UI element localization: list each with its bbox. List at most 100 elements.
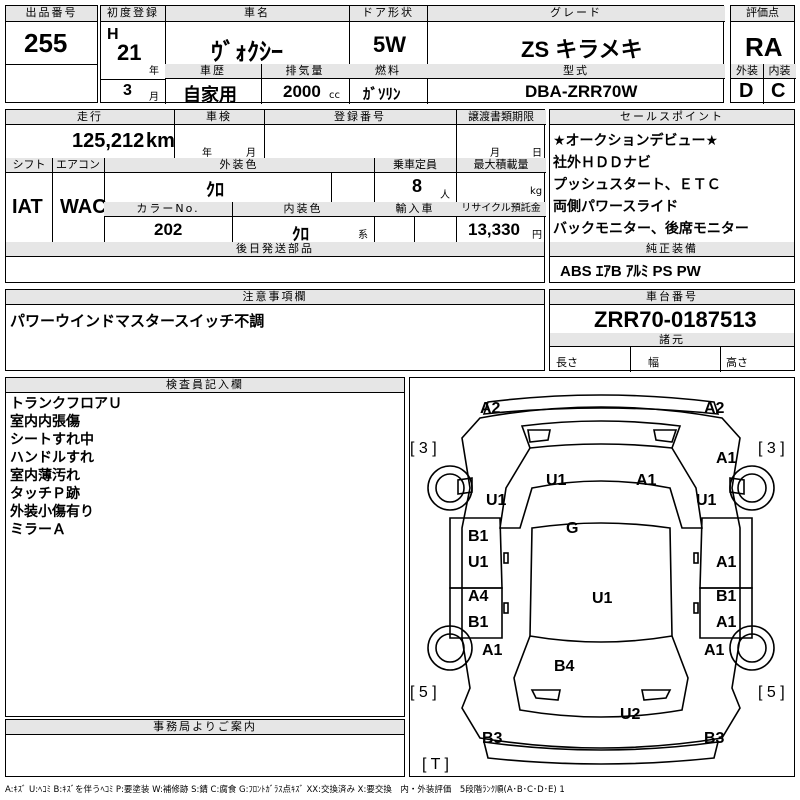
inspection-month-unit: 月: [246, 148, 256, 159]
transfer-day-unit: 日: [532, 148, 542, 159]
sales-point: 両側パワースライド: [553, 199, 679, 215]
office-label: 事務局よりご案内: [6, 720, 404, 735]
damage-mark: [ 5 ]: [410, 684, 437, 701]
int-color-unit: 系: [358, 230, 368, 241]
first-reg-label: 初度登録: [101, 6, 165, 22]
damage-mark: U2: [620, 706, 641, 723]
dims-label: 諸元: [550, 333, 794, 347]
equipment: ABS ｴｱB ｱﾙﾐ PS PW: [560, 263, 701, 280]
car-diagram-box: A2 A2 [ 3 ] [ 3 ] A1 U1 A1 U1 U1 G B1 U1…: [409, 377, 795, 777]
damage-mark: [ T ]: [422, 756, 449, 773]
load-label: 最大積載量: [456, 158, 546, 173]
damage-mark: [ 5 ]: [758, 684, 785, 701]
sales-point: ★オークションデビュー★: [553, 133, 719, 149]
damage-mark: A1: [716, 450, 737, 467]
damage-mark: B1: [468, 614, 489, 631]
inspector-list: トランクフロアＵ 室内内張傷 シートすれ中 ハンドルすれ 室内薄汚れ タッチＰ跡…: [10, 395, 122, 539]
inspector-box: 検査員記入欄 トランクフロアＵ 室内内張傷 シートすれ中 ハンドルすれ 室内薄汚…: [5, 377, 405, 717]
damage-mark: B1: [716, 588, 737, 605]
capacity: 8: [412, 176, 423, 196]
shift-label: シフト: [6, 158, 52, 173]
ac-label: エアコン: [52, 158, 104, 173]
history: 自家用: [183, 85, 237, 105]
history-label: 車歴: [165, 64, 261, 79]
load-unit: kg: [530, 186, 543, 197]
length-label: 長さ: [556, 356, 578, 369]
model-label: 型式: [427, 64, 725, 79]
legend: A:ｷｽﾞ U:ﾍｺﾐ B:ｷｽﾞを伴うﾍｺﾐ P:要塗装 W:補修跡 S:錆 …: [5, 785, 565, 795]
reg-number-label: 登録番号: [264, 110, 456, 125]
lot-number: 255: [24, 28, 68, 58]
car-name: ｳﾞｫｸｼｰ: [211, 39, 283, 66]
main-header-box: 初度登録 車名 ドア形状 グレード H 21 年 ｳﾞｫｸｼｰ 5W ZS キラ…: [100, 5, 725, 105]
capacity-label: 乗車定員: [374, 158, 456, 173]
chassis-label: 車台番号: [550, 290, 794, 305]
sales-point: バックモニター、後席モニター: [553, 221, 749, 237]
displacement-label: 排気量: [261, 64, 349, 79]
damage-mark: B3: [482, 730, 503, 747]
recycle-unit: 円: [532, 230, 542, 241]
damage-mark: A1: [716, 554, 737, 571]
recycle: 13,330: [468, 220, 520, 239]
chassis-number: ZRR70-0187513: [594, 307, 757, 332]
damage-mark: U1: [592, 590, 613, 607]
mileage-unit: km: [146, 130, 175, 152]
inspector-note: 室内内張傷: [10, 414, 80, 430]
import-label: 輸入車: [374, 202, 456, 217]
lot-label: 出品番号: [6, 6, 97, 22]
inspector-label: 検査員記入欄: [6, 378, 404, 393]
damage-mark: A1: [482, 642, 503, 659]
damage-mark: B4: [554, 658, 575, 675]
office-box: 事務局よりご案内: [5, 719, 405, 777]
displacement-unit: cc: [329, 90, 340, 101]
inspector-note: トランクフロアＵ: [10, 396, 122, 412]
int-label: 内装: [763, 64, 796, 79]
reg-year: 21: [117, 40, 142, 65]
damage-mark: U1: [486, 492, 507, 509]
int-color: ｸﾛ: [292, 225, 309, 244]
month-unit: 月: [149, 92, 159, 103]
grade-label: グレード: [427, 6, 725, 22]
damage-mark: A4: [468, 588, 489, 605]
lot-box: 出品番号 255: [5, 5, 98, 103]
fuel-label: 燃料: [349, 64, 427, 79]
damage-mark: U1: [468, 554, 489, 571]
ext-color-label: 外装色: [104, 158, 374, 173]
inspector-note: ミラーＡ: [10, 522, 66, 538]
score-label: 評価点: [731, 6, 794, 22]
damage-mark: U1: [546, 472, 567, 489]
score-box: 評価点 RA 外装 内装 D C: [730, 5, 796, 104]
notes-box: 注意事項欄 パワーウインドマスタースイッチ不調: [5, 289, 545, 371]
transfer-label: 譲渡書類期限: [456, 110, 546, 125]
damage-mark: A2: [704, 400, 725, 417]
damage-mark: A1: [716, 614, 737, 631]
capacity-unit: 人: [440, 190, 450, 201]
transfer-month-unit: 月: [490, 148, 500, 159]
inspection-year-unit: 年: [202, 148, 212, 159]
damage-mark: U1: [696, 492, 717, 509]
later-parts-label: 後日発送部品: [6, 242, 544, 257]
recycle-label: リサイクル預託金: [456, 202, 546, 217]
color-no: 202: [154, 220, 183, 239]
damage-mark: A2: [480, 400, 501, 417]
sales-points-list: ★オークションデビュー★ 社外ＨＤＤナビ プッシュスタート、ＥＴＣ 両側パワース…: [553, 130, 749, 240]
inspector-note: ハンドルすれ: [10, 450, 94, 466]
car-name-label: 車名: [165, 6, 349, 22]
damage-mark: B1: [468, 528, 489, 545]
int-color-label: 内装色: [232, 202, 374, 217]
height-label: 高さ: [726, 356, 748, 369]
damage-mark: G: [566, 520, 579, 537]
door-type: 5W: [373, 32, 406, 57]
notes: パワーウインドマスタースイッチ不調: [10, 312, 265, 330]
damage-mark: A1: [636, 472, 657, 489]
color-no-label: カラーNo.: [104, 202, 232, 217]
chassis-box: 車台番号 ZRR70-0187513 諸元 長さ 幅 高さ: [549, 289, 795, 372]
equipment-label: 純正装備: [550, 242, 794, 257]
model: DBA-ZRR70W: [525, 82, 638, 101]
mileage-label: 走行: [6, 110, 174, 125]
year-unit: 年: [149, 66, 159, 77]
ext-color: ｸﾛ: [206, 180, 224, 200]
damage-mark: [ 3 ]: [758, 440, 785, 457]
inspection-label: 車検: [174, 110, 264, 125]
shift: IAT: [12, 196, 43, 218]
